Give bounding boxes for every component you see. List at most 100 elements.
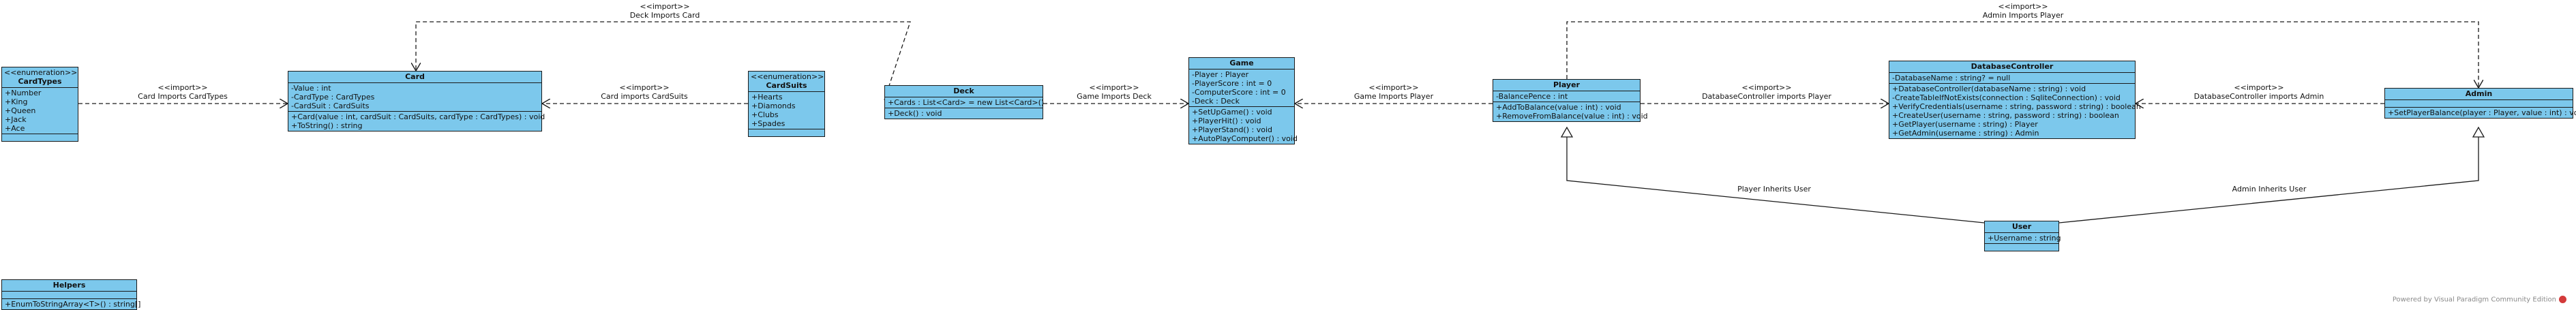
operation: +VerifyCredentials(username : string, pa… <box>1892 102 2141 111</box>
stereotype-label: <<enumeration>> <box>751 72 824 81</box>
relation-text: DatabaseController imports Admin <box>2193 92 2324 101</box>
operation: +ToString() : string <box>291 121 363 130</box>
attributes-section: -DatabaseName : string? = null <box>1889 73 2135 84</box>
class-cardtypes[interactable]: <<enumeration>>CardTypes +Number +King +… <box>1 67 78 142</box>
class-deck[interactable]: Deck +Cards : List<Card> = new List<Card… <box>884 85 1045 119</box>
label-deck-card: <<import>>Deck Imports Card <box>630 2 700 20</box>
class-name: CardSuits <box>766 81 807 90</box>
class-name: Deck <box>953 87 974 95</box>
stereotype-text: <<import>> <box>1998 2 2048 11</box>
enum-literal: +King <box>5 97 28 106</box>
dep-deck-card <box>416 21 911 101</box>
operation: +AddToBalance(value : int) : void <box>1496 103 1621 112</box>
stereotype-label: <<enumeration>> <box>4 68 78 77</box>
operation: +SetPlayerBalance(player : Player, value… <box>2388 108 2576 117</box>
label-user-player: Player Inherits User <box>1737 185 1811 193</box>
class-name: User <box>2011 222 2032 231</box>
label-user-admin: Admin Inherits User <box>2232 185 2307 193</box>
attributes-section: +Hearts +Diamonds +Clubs +Spades <box>749 92 824 129</box>
visual-paradigm-logo-icon <box>2559 295 2566 303</box>
class-user[interactable]: User +Username : string <box>1984 221 2061 251</box>
operation: +Card(value : int, cardSuit : CardSuits,… <box>291 112 545 121</box>
class-game[interactable]: Game -Player : Player -PlayerScore : int… <box>1188 57 1298 144</box>
class-header: Helpers <box>2 280 136 292</box>
operation: +Deck() : void <box>888 109 942 118</box>
relation-text: DatabaseController imports Player <box>1702 92 1831 101</box>
enum-literal: +Spades <box>751 119 785 128</box>
enum-literal: +Number <box>5 89 42 97</box>
stereotype-text: <<import>> <box>640 2 690 11</box>
class-databasecontroller[interactable]: DatabaseController -DatabaseName : strin… <box>1889 61 2141 139</box>
attributes-section: +Number +King +Queen +Jack +Ace <box>2 88 78 134</box>
operation: +CreateUser(username : string, password … <box>1892 111 2119 120</box>
class-header: Player <box>1493 80 1640 91</box>
label-player-db: <<import>>DatabaseController imports Pla… <box>1702 83 1831 101</box>
operations-section: +SetPlayerBalance(player : Player, value… <box>2385 108 2576 118</box>
class-header: DatabaseController <box>1889 61 2135 73</box>
attribute: -DatabaseName : string? = null <box>1892 74 2011 82</box>
attribute: -ComputerScore : int = 0 <box>1192 88 1286 97</box>
class-header: Deck <box>885 86 1043 97</box>
operation: -CreateTableIfNotExists(connection : Sql… <box>1892 93 2121 102</box>
class-admin[interactable]: Admin +SetPlayerBalance(player : Player,… <box>2384 88 2576 119</box>
class-cardsuits[interactable]: <<enumeration>>CardSuits +Hearts +Diamon… <box>748 71 825 137</box>
operation: +GetPlayer(username : string) : Player <box>1892 120 2038 129</box>
gen-user-admin <box>2058 127 2479 223</box>
operations-section: +DatabaseController(databaseName : strin… <box>1889 84 2141 138</box>
attribute: -Player : Player <box>1192 70 1249 79</box>
operation: +EnumToStringArray<T>() : string[] <box>5 300 141 309</box>
enum-literal: +Queen <box>5 106 36 115</box>
stereotype-text: <<import>> <box>619 83 670 92</box>
class-name: Player <box>1553 80 1580 89</box>
operations-section <box>2 134 78 141</box>
label-cardsuits-card: <<import>>Card imports CardSuits <box>601 83 688 101</box>
enum-literal: +Jack <box>5 115 27 124</box>
class-player[interactable]: Player -BalancePence : int +AddToBalance… <box>1493 79 1648 122</box>
attributes-section: -Value : int -CardType : CardTypes -Card… <box>288 83 541 112</box>
class-name: Admin <box>2465 89 2493 98</box>
label-cardtypes-card: <<import>>Card Imports CardTypes <box>138 83 228 101</box>
attribute: -PlayerScore : int = 0 <box>1192 79 1272 88</box>
operation: +RemoveFromBalance(value : int) : void <box>1496 112 1648 121</box>
class-header: User <box>1985 221 2058 233</box>
operation: +PlayerHit() : void <box>1192 117 1261 125</box>
class-card[interactable]: Card -Value : int -CardType : CardTypes … <box>288 71 545 131</box>
attributes-section: -BalancePence : int <box>1493 91 1640 102</box>
relation-text: Player Inherits User <box>1737 185 1811 193</box>
operations-section: +Card(value : int, cardSuit : CardSuits,… <box>288 112 545 131</box>
stereotype-text: <<import>> <box>2234 83 2284 92</box>
relation-text: Game Imports Deck <box>1077 92 1152 101</box>
relation-text: Card imports CardSuits <box>601 92 688 101</box>
attributes-section <box>2 292 136 299</box>
attribute: +Cards : List<Card> = new List<Card>() <box>888 98 1045 107</box>
operation: +DatabaseController(databaseName : strin… <box>1892 84 2086 93</box>
enum-literal: +Hearts <box>751 93 783 102</box>
gen-arrowhead-player <box>1560 126 1574 138</box>
attribute: +Username : string <box>1988 234 2061 243</box>
label-deck-game: <<import>>Game Imports Deck <box>1077 83 1152 101</box>
class-name: DatabaseController <box>1971 62 2054 71</box>
attribute: -Value : int <box>291 84 331 93</box>
stereotype-text: <<import>> <box>1741 83 1792 92</box>
class-header: Card <box>288 72 541 83</box>
relation-text: Admin Inherits User <box>2232 185 2307 193</box>
operation: +AutoPlayComputer() : void <box>1192 134 1298 143</box>
label-admin-player: <<import>>Admin Imports Player <box>1983 2 2064 20</box>
class-header: <<enumeration>>CardTypes <box>2 67 78 88</box>
enum-literal: +Clubs <box>751 110 779 119</box>
attribute: -Deck : Deck <box>1192 97 1240 106</box>
dep-admin-player <box>1566 21 2478 88</box>
class-header: Game <box>1189 58 1294 69</box>
class-header: <<enumeration>>CardSuits <box>749 72 824 92</box>
class-helpers[interactable]: Helpers +EnumToStringArray<T>() : string… <box>1 279 141 310</box>
enum-literal: +Diamonds <box>751 102 796 110</box>
stereotype-text: <<import>> <box>158 83 208 92</box>
attributes-section <box>2385 100 2573 108</box>
operation: +SetUpGame() : void <box>1192 108 1272 117</box>
stereotype-text: <<import>> <box>1368 83 1419 92</box>
class-name: Card <box>405 72 425 81</box>
enum-literal: +Ace <box>5 124 25 133</box>
relation-text: Admin Imports Player <box>1982 11 2064 20</box>
relation-text: Deck Imports Card <box>629 11 700 20</box>
